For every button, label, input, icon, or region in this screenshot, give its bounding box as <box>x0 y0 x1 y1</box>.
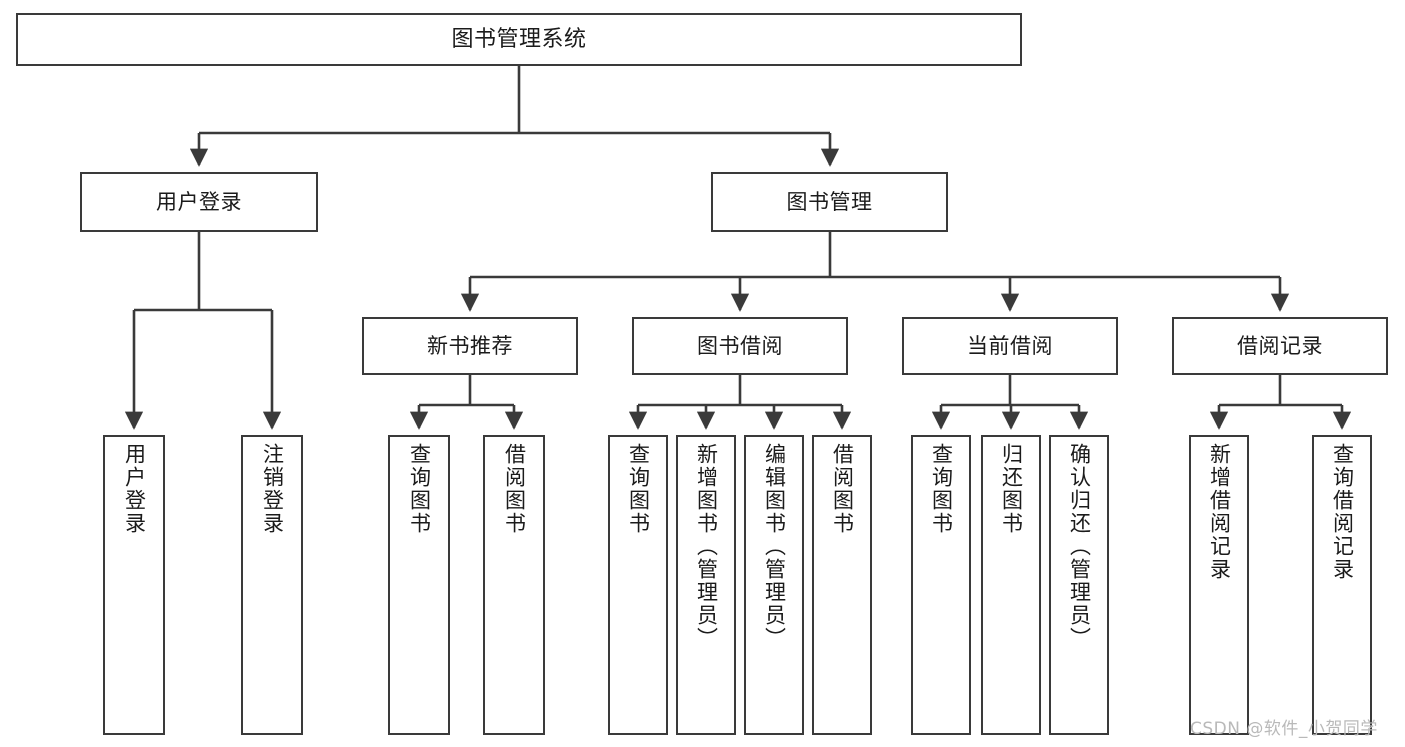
leaf-edit-book-admin[interactable]: 编辑图书（管理员） <box>744 435 804 735</box>
leaf-borrow-book-2-label: 借阅图书 <box>830 443 855 535</box>
node-book-borrow[interactable]: 图书借阅 <box>632 317 848 375</box>
leaf-query-borrow-record-label: 查询借阅记录 <box>1330 443 1355 581</box>
leaf-borrow-book-1[interactable]: 借阅图书 <box>483 435 545 735</box>
leaf-query-book-3[interactable]: 查询图书 <box>911 435 971 735</box>
node-root[interactable]: 图书管理系统 <box>16 13 1022 66</box>
node-book-manage-label: 图书管理 <box>786 189 873 214</box>
leaf-borrow-book-2[interactable]: 借阅图书 <box>812 435 872 735</box>
leaf-return-book-label: 归还图书 <box>999 443 1024 535</box>
node-borrow-record-label: 借阅记录 <box>1237 333 1323 358</box>
node-root-label: 图书管理系统 <box>451 26 587 52</box>
csdn-watermark: CSDN @软件_小贺同学 <box>1190 719 1378 739</box>
node-user-login[interactable]: 用户登录 <box>80 172 318 232</box>
leaf-query-book-1[interactable]: 查询图书 <box>388 435 450 735</box>
leaf-query-book-3-label: 查询图书 <box>929 443 954 535</box>
leaf-user-login[interactable]: 用户登录 <box>103 435 165 735</box>
leaf-add-borrow-record[interactable]: 新增借阅记录 <box>1189 435 1249 735</box>
node-new-book-recommend[interactable]: 新书推荐 <box>362 317 578 375</box>
node-book-borrow-label: 图书借阅 <box>697 333 783 358</box>
leaf-user-logout[interactable]: 注销登录 <box>241 435 303 735</box>
node-current-borrow-label: 当前借阅 <box>967 333 1053 358</box>
leaf-add-borrow-record-label: 新增借阅记录 <box>1207 443 1232 581</box>
node-borrow-record[interactable]: 借阅记录 <box>1172 317 1388 375</box>
leaf-query-borrow-record[interactable]: 查询借阅记录 <box>1312 435 1372 735</box>
node-current-borrow[interactable]: 当前借阅 <box>902 317 1118 375</box>
leaf-edit-book-admin-label: 编辑图书（管理员） <box>762 443 787 650</box>
leaf-return-book[interactable]: 归还图书 <box>981 435 1041 735</box>
leaf-confirm-return-admin[interactable]: 确认归还（管理员） <box>1049 435 1109 735</box>
leaf-borrow-book-1-label: 借阅图书 <box>502 443 527 535</box>
node-user-login-label: 用户登录 <box>156 189 242 214</box>
node-new-book-recommend-label: 新书推荐 <box>427 333 513 358</box>
leaf-confirm-return-admin-label: 确认归还（管理员） <box>1067 443 1092 650</box>
leaf-query-book-2-label: 查询图书 <box>626 443 651 535</box>
leaf-user-logout-label: 注销登录 <box>260 443 285 535</box>
leaf-query-book-2[interactable]: 查询图书 <box>608 435 668 735</box>
leaf-add-book-admin-label: 新增图书（管理员） <box>694 443 719 650</box>
leaf-user-login-label: 用户登录 <box>122 443 147 535</box>
leaf-add-book-admin[interactable]: 新增图书（管理员） <box>676 435 736 735</box>
node-book-manage[interactable]: 图书管理 <box>711 172 948 232</box>
leaf-query-book-1-label: 查询图书 <box>407 443 432 535</box>
